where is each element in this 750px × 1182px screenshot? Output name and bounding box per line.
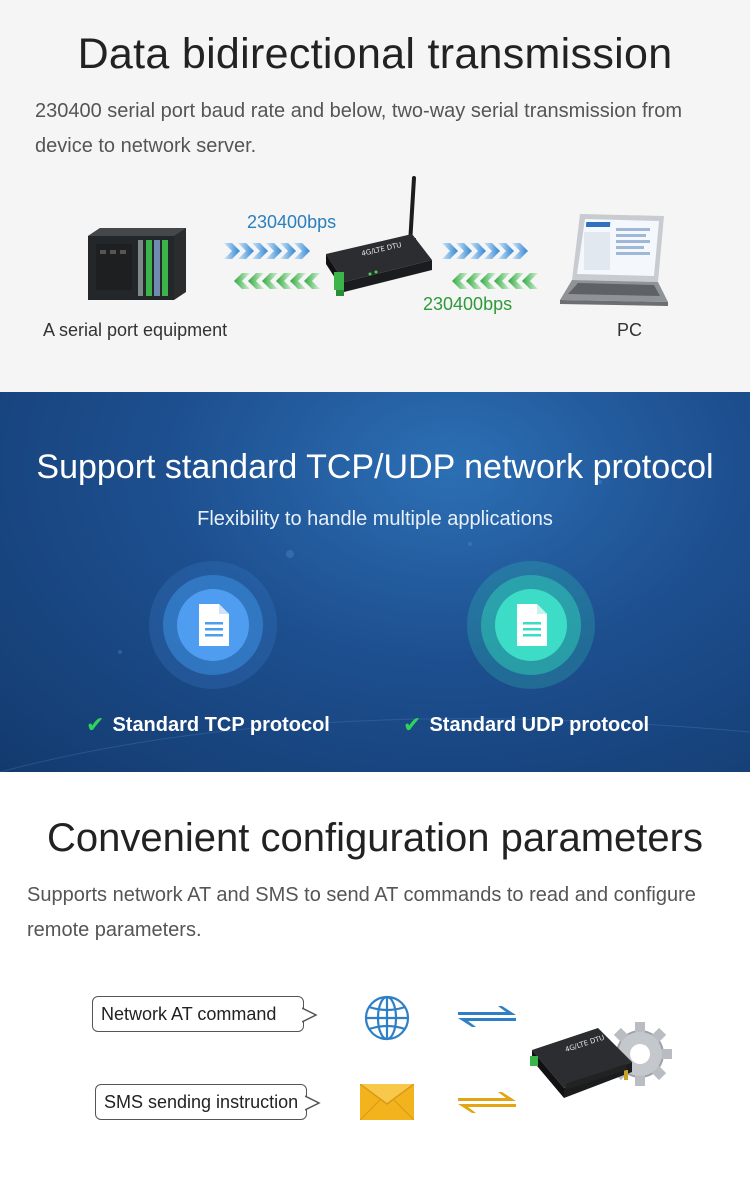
section-title: Support standard TCP/UDP network protoco… — [36, 448, 714, 486]
network-at-bubble: Network AT command — [92, 996, 304, 1032]
envelope-icon — [360, 1084, 414, 1120]
configuration-section: Convenient configuration parameters Supp… — [0, 772, 750, 1182]
section-title: Data bidirectional transmission — [77, 30, 673, 78]
check-icon: ✔ — [86, 712, 105, 737]
section-title: Convenient configuration parameters — [47, 816, 703, 860]
pc-label: PC — [617, 320, 643, 340]
tcp-protocol-label: Standard TCP protocol — [112, 713, 330, 736]
udp-document-icon — [467, 561, 595, 689]
exchange-arrows-blue-icon — [458, 1006, 516, 1027]
check-icon: ✔ — [403, 712, 422, 737]
tcp-protocol-item: ✔ Standard TCP protocol — [86, 712, 330, 738]
rate-label-upstream: 230400bps — [247, 212, 337, 232]
dtu-device-gear-icon: 4G/LTE DTU — [530, 1022, 672, 1098]
bubble-tail-icon — [302, 1007, 318, 1023]
sms-instruction-bubble: SMS sending instruction — [95, 1084, 307, 1120]
tcp-document-icon — [149, 561, 277, 689]
background-dots — [0, 480, 750, 772]
laptop-icon — [560, 214, 668, 306]
section-subtitle: Flexibility to handle multiple applicati… — [197, 508, 553, 530]
section-description: Supports network AT and SMS to send AT c… — [27, 884, 696, 941]
globe-icon — [364, 995, 410, 1041]
serial-equipment-icon — [88, 228, 186, 300]
bubble-tail-icon — [305, 1095, 321, 1111]
data-transmission-section: Data bidirectional transmission 230400 s… — [0, 0, 750, 392]
arrows-right-icon — [442, 243, 538, 289]
network-at-label: Network AT command — [101, 1004, 277, 1024]
exchange-arrows-gold-icon — [458, 1092, 516, 1113]
network-protocol-section: Support standard TCP/UDP network protoco… — [0, 392, 750, 772]
arrows-left-icon — [224, 243, 320, 289]
rate-label-downstream: 230400bps — [423, 294, 513, 314]
section-description: 230400 serial port baud rate and below, … — [35, 100, 682, 157]
udp-protocol-label: Standard UDP protocol — [429, 713, 650, 736]
udp-protocol-item: ✔ Standard UDP protocol — [403, 712, 649, 738]
equipment-label: A serial port equipment — [43, 320, 228, 340]
dtu-device-icon: 4G/LTE DTU — [326, 176, 432, 296]
sms-instruction-label: SMS sending instruction — [104, 1092, 299, 1112]
